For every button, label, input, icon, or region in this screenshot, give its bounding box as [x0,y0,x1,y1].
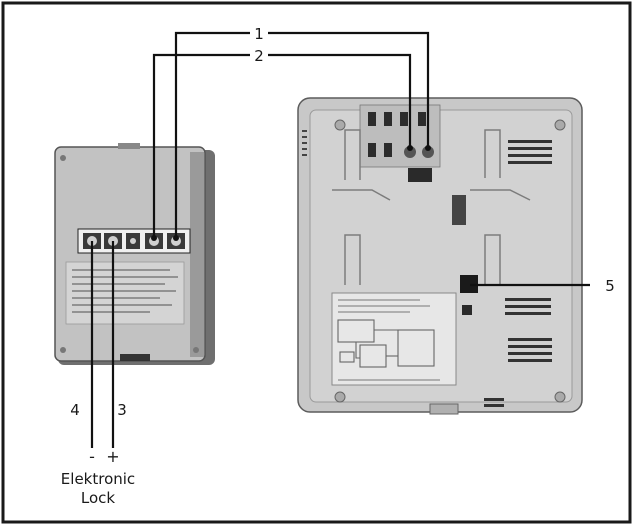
callout-2: 2 [254,47,264,65]
lock-label-line2: Lock [81,489,116,507]
monitor-terminals [368,112,434,158]
door-unit-body [54,146,206,362]
callout-5: 5 [605,277,615,295]
door-unit-bottom-tab [120,354,150,361]
screw-icon [60,155,66,161]
monitor-unit [297,97,583,415]
sticker-schematic [337,319,435,368]
mounting-hooks [332,129,531,285]
terminal-screws [83,233,185,249]
callout-3: 3 [117,401,127,419]
vent-slots [484,140,552,407]
side-vents [302,130,307,156]
label-bg-2 [250,46,268,64]
connector-port-5 [460,275,478,293]
polarity-minus: - [89,447,95,466]
label-bg-1 [250,24,268,42]
small-port [462,305,472,315]
bottom-tab [429,403,459,415]
mount-hole [554,119,566,131]
mount-hole [334,391,346,403]
door-unit [54,143,215,365]
screw-icon [193,347,199,353]
center-connector [452,195,466,225]
polarity-plus: + [106,447,119,466]
wire-ends [151,145,431,241]
monitor-sticker [331,292,457,386]
mount-hole [554,391,566,403]
door-unit-side-rail [190,152,204,357]
wire-2 [152,53,412,238]
monitor-black-label [408,168,432,182]
callout-4: 4 [70,401,80,419]
mount-hole [334,119,346,131]
wire-1 [174,31,430,238]
wires [90,31,590,448]
sticker-print [72,269,178,313]
door-unit-top-tab [118,143,140,149]
callout-1: 1 [254,25,264,43]
screw-icon [60,347,66,353]
door-unit-sticker [65,261,185,325]
monitor-sticker-print [338,299,440,381]
lock-label-line1: Elektronic [61,470,135,488]
